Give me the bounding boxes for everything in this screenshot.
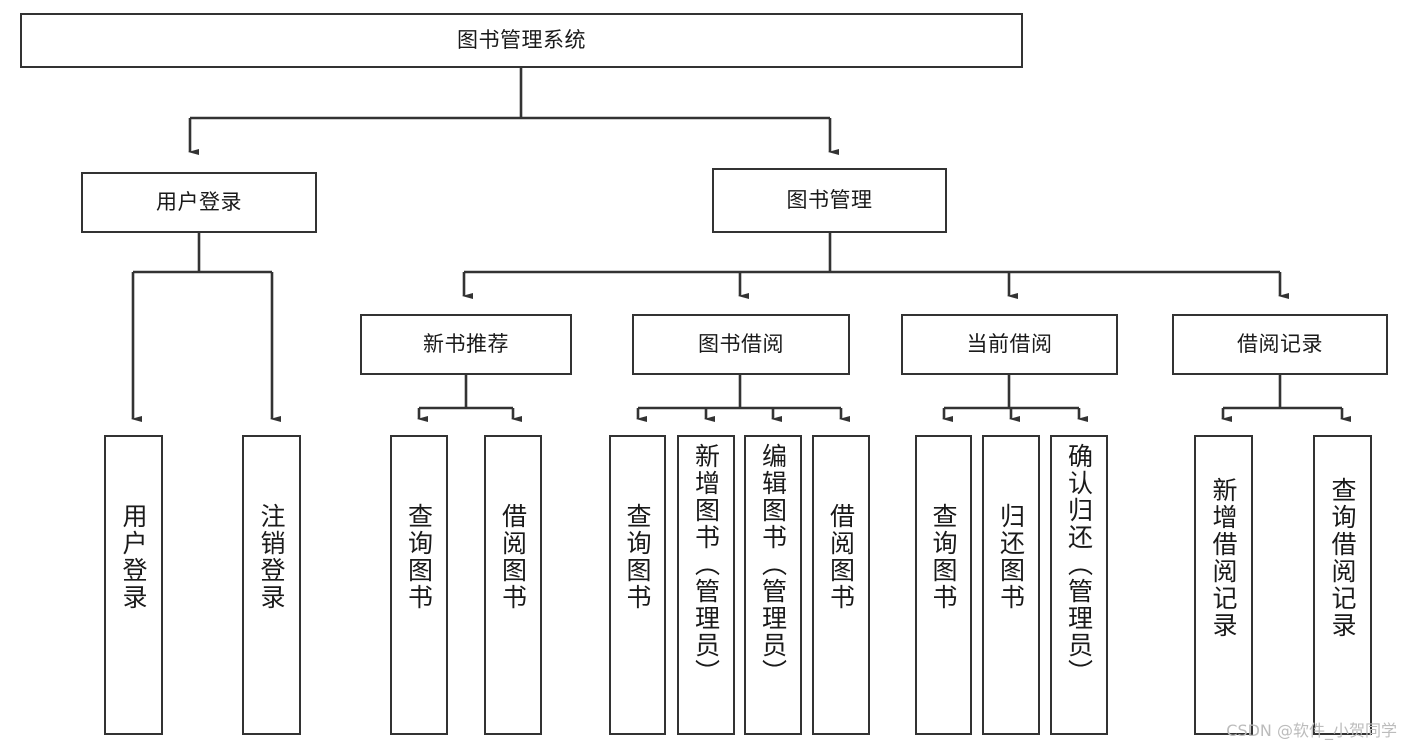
node-label: 查询图书 [623, 503, 652, 611]
leaf-current-borrow-query[interactable]: 查询图书 [915, 435, 972, 735]
node-label: 用户登录 [119, 503, 148, 611]
node-label: 用户登录 [156, 190, 242, 215]
node-current-borrow[interactable]: 当前借阅 [901, 314, 1118, 375]
node-label: 新增图书（管理员） [691, 443, 721, 686]
node-label: 注销登录 [257, 503, 286, 611]
node-new-book-recommend[interactable]: 新书推荐 [360, 314, 572, 375]
node-book-management[interactable]: 图书管理 [712, 168, 947, 233]
node-label: 借阅图书 [826, 503, 856, 611]
node-user-login[interactable]: 用户登录 [81, 172, 317, 233]
leaf-user-login-signin[interactable]: 用户登录 [104, 435, 163, 735]
leaf-borrow-record-add[interactable]: 新增借阅记录 [1194, 435, 1253, 735]
node-label: 新增借阅记录 [1209, 477, 1238, 639]
leaf-new-book-query[interactable]: 查询图书 [390, 435, 448, 735]
leaf-new-book-borrow[interactable]: 借阅图书 [484, 435, 542, 735]
node-label: 确认归还（管理员） [1064, 443, 1094, 686]
node-label: 查询图书 [404, 503, 434, 611]
leaf-current-borrow-confirm[interactable]: 确认归还（管理员） [1050, 435, 1108, 735]
node-borrow-record[interactable]: 借阅记录 [1172, 314, 1388, 375]
node-label: 图书借阅 [698, 332, 784, 357]
leaf-book-borrow-query[interactable]: 查询图书 [609, 435, 666, 735]
csdn-watermark: CSDN @软件_小贺同学 [1226, 721, 1397, 740]
node-label: 查询图书 [929, 503, 958, 611]
leaf-current-borrow-return[interactable]: 归还图书 [982, 435, 1040, 735]
node-label: 借阅记录 [1237, 332, 1323, 357]
leaf-borrow-record-query[interactable]: 查询借阅记录 [1313, 435, 1372, 735]
node-label: 借阅图书 [498, 503, 528, 611]
node-book-borrow[interactable]: 图书借阅 [632, 314, 850, 375]
node-label: 当前借阅 [966, 332, 1053, 357]
node-label: 新书推荐 [423, 332, 509, 357]
leaf-book-borrow-edit[interactable]: 编辑图书（管理员） [744, 435, 802, 735]
node-label: 图书管理 [786, 188, 873, 213]
leaf-book-borrow-lend[interactable]: 借阅图书 [812, 435, 870, 735]
node-label: 图书管理系统 [457, 28, 586, 53]
node-label: 编辑图书（管理员） [758, 443, 788, 686]
leaf-book-borrow-add[interactable]: 新增图书（管理员） [677, 435, 735, 735]
node-root-system[interactable]: 图书管理系统 [20, 13, 1023, 68]
node-label: 查询借阅记录 [1328, 477, 1357, 639]
leaf-user-login-logout[interactable]: 注销登录 [242, 435, 301, 735]
node-label: 归还图书 [996, 503, 1026, 611]
